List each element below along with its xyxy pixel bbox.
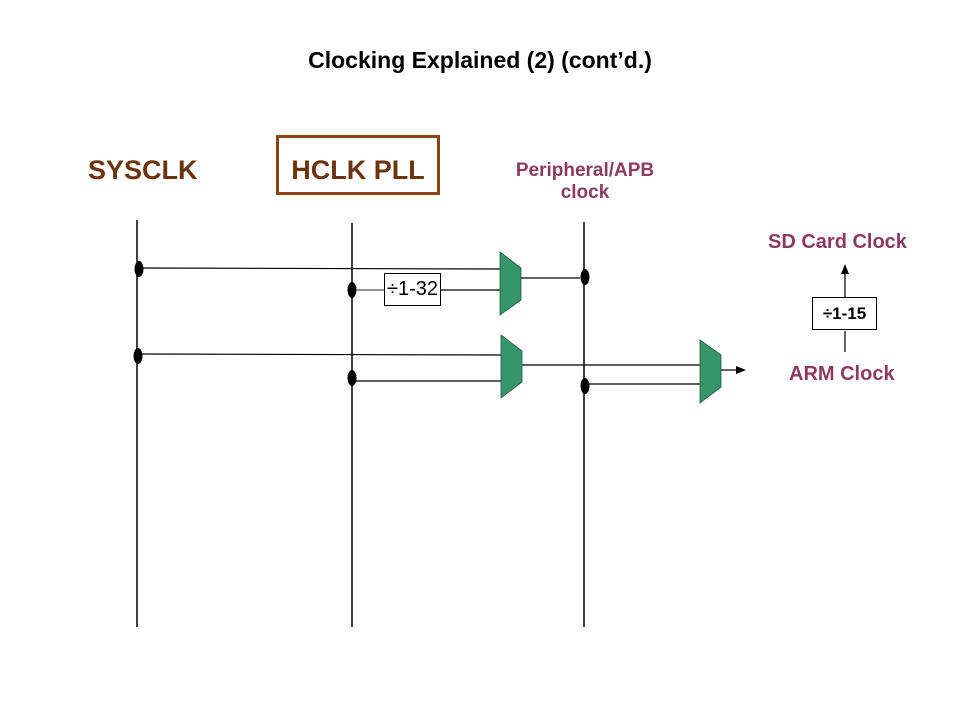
slide-title: Clocking Explained (2) (cont’d.) bbox=[308, 47, 652, 73]
sd-divider-box: ÷1-15 bbox=[812, 297, 877, 330]
peripheral-label-line1: Peripheral/APB bbox=[515, 160, 655, 181]
mux-arm-clock bbox=[699, 339, 722, 404]
sd-card-clock-label: SD Card Clock bbox=[768, 231, 907, 253]
mux-hclk bbox=[500, 334, 523, 399]
peripheral-clock-label: Peripheral/APB clock bbox=[480, 160, 690, 204]
wire-sysclk-to-mux1 bbox=[142, 267, 501, 270]
hclk-divider-box: ÷1-32 bbox=[384, 273, 441, 306]
peripheral-tap-dot-2 bbox=[580, 378, 590, 394]
sysclk-tap-dot-1 bbox=[134, 261, 144, 277]
arm-clock-arrow-icon bbox=[736, 366, 746, 374]
sysclk-tap-dot-2 bbox=[133, 348, 143, 364]
peripheral-label-line2: clock bbox=[560, 182, 610, 203]
hclk-pll-label: HCLK PLL bbox=[291, 155, 425, 185]
sysclk-label: SYSCLK bbox=[88, 155, 198, 185]
hclk-pll-box bbox=[276, 135, 440, 195]
wire-sysclk-to-mux2 bbox=[141, 353, 502, 356]
mux-peripheral bbox=[499, 251, 522, 316]
sd-card-arrow-icon bbox=[841, 264, 849, 274]
hclk-tap-dot-1 bbox=[347, 282, 357, 298]
arm-clock-label: ARM Clock bbox=[789, 363, 895, 385]
hclk-tap-dot-2 bbox=[347, 370, 357, 386]
peripheral-tap-dot-1 bbox=[580, 269, 590, 285]
